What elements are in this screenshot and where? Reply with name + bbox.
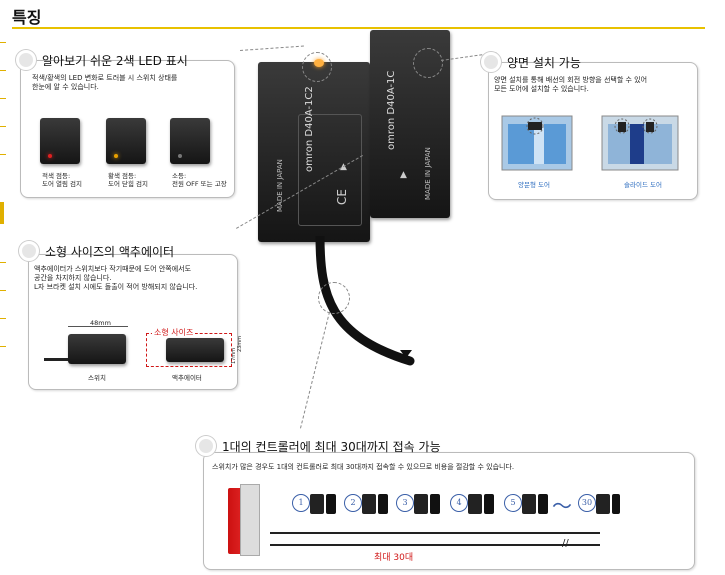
- connection-bus: [270, 544, 600, 546]
- ce-mark: CE: [334, 189, 349, 205]
- led-sample-red: [40, 118, 80, 164]
- switch-number: 1: [292, 494, 310, 512]
- height-dimension-2: 23mm: [237, 335, 244, 353]
- switch-number: 5: [504, 494, 522, 512]
- small-size-label: 소형 사이즈: [152, 328, 196, 337]
- mount-highlight-circle: [413, 48, 443, 78]
- bullet-icon: [481, 52, 501, 72]
- arrow-up-icon: ▲: [340, 162, 347, 172]
- margin-tick: [0, 262, 6, 263]
- switch-model: D40A-1C2: [304, 86, 315, 137]
- led-state-caption: 소등: 전원 OFF 또는 고장: [172, 172, 227, 188]
- switch-number: 3: [396, 494, 414, 512]
- max-connection-label: 최대 30대: [374, 553, 414, 563]
- switch-cable: [44, 358, 68, 361]
- bullet-icon: [19, 241, 39, 261]
- mini-switch: [310, 494, 324, 514]
- cable-end-icon: [400, 350, 412, 358]
- margin-tick: [0, 70, 6, 71]
- mounting-feature-desc: 양면 설치를 통해 배선의 회전 방향을 선택할 수 있어 모든 도어에 설치할…: [494, 76, 648, 93]
- actuator-made-in: MADE IN JAPAN: [424, 147, 432, 200]
- actuator-label: 액추에이터: [172, 374, 202, 382]
- led-highlight-circle: [302, 52, 332, 82]
- switch-number: 4: [450, 494, 468, 512]
- switch-body: omron D40A-1C2 MADE IN JAPAN CE ▲: [258, 62, 370, 242]
- mini-actuator: [326, 494, 336, 514]
- led-sample-off: [170, 118, 210, 164]
- margin-tick: [0, 126, 6, 127]
- connection-feature-title: 1대의 컨트롤러에 최대 30대까지 접속 가능: [222, 439, 441, 454]
- mini-actuator: [612, 494, 620, 514]
- page-title: 특징: [12, 8, 42, 27]
- callout-line: [240, 45, 304, 51]
- led-sample-yellow: [106, 118, 146, 164]
- switch-number: 2: [344, 494, 362, 512]
- margin-tick: [0, 318, 6, 319]
- switch-label: 스위치: [88, 374, 106, 382]
- connection-feature-desc: 스위치가 많은 경우도 1대의 컨트롤러로 최대 30대까지 접속할 수 있으므…: [212, 463, 515, 471]
- mounting-feature-heading: 양면 설치 가능: [481, 52, 581, 72]
- margin-tick: [0, 42, 6, 43]
- bullet-icon: [196, 436, 216, 456]
- mini-switch: [414, 494, 428, 514]
- led-feature-desc: 적색/황색의 LED 변화로 트러블 시 스위치 상태를 한눈에 알 수 있습니…: [32, 74, 178, 91]
- mini-actuator: [538, 494, 548, 514]
- actuator-model: D40A-1C: [386, 70, 397, 115]
- controller-unit: [228, 484, 260, 556]
- led-feature-heading: 알아보기 쉬운 2색 LED 표시: [16, 50, 188, 70]
- actuator-feature-title: 소형 사이즈의 액추에이터: [45, 244, 175, 259]
- small-size-highlight: [146, 333, 232, 367]
- margin-marker: [0, 202, 4, 224]
- dimension-line: [68, 326, 128, 327]
- led-feature-title: 알아보기 쉬운 2색 LED 표시: [42, 53, 188, 68]
- margin-tick: [0, 154, 6, 155]
- actuator-feature-heading: 소형 사이즈의 액추에이터: [19, 241, 174, 261]
- door-illustrations: [501, 115, 679, 171]
- switch-number: 30: [578, 494, 596, 512]
- bullet-icon: [16, 50, 36, 70]
- actuator-brand: omron: [386, 117, 397, 150]
- mini-switch: [596, 494, 610, 514]
- margin-tick: [0, 98, 6, 99]
- switch-side-view: [68, 334, 126, 364]
- mini-actuator: [484, 494, 494, 514]
- led-off-dot: [178, 154, 182, 158]
- sliding-door-label: 슬라이드 도어: [624, 181, 662, 189]
- margin-tick: [0, 346, 6, 347]
- margin-tick: [0, 290, 6, 291]
- title-underline: [12, 27, 705, 29]
- ellipsis-tilde: ～: [552, 494, 572, 518]
- mini-switch: [362, 494, 376, 514]
- hinged-door-label: 양문형 도어: [518, 181, 550, 189]
- led-state-caption: 황색 점등: 도어 닫힘 검지: [108, 172, 149, 188]
- connection-bus: [270, 532, 600, 534]
- mini-actuator: [430, 494, 440, 514]
- led-red-dot: [48, 154, 52, 158]
- mini-switch: [468, 494, 482, 514]
- width-dimension: 48mm: [90, 319, 111, 327]
- mini-switch: [522, 494, 536, 514]
- led-yellow-dot: [114, 154, 118, 158]
- connection-feature-heading: 1대의 컨트롤러에 최대 30대까지 접속 가능: [196, 436, 441, 456]
- mounting-feature-title: 양면 설치 가능: [507, 55, 581, 70]
- arrow-up-icon: ▲: [400, 170, 407, 180]
- cable-highlight-circle: [318, 282, 350, 314]
- led-state-caption: 적색 점등: 도어 열림 검지: [42, 172, 83, 188]
- actuator-feature-desc: 액추에이터가 스위치보다 작기때문에 도어 안쪽에서도 공간을 차지하지 않습니…: [34, 265, 198, 291]
- break-mark-icon: //: [562, 538, 569, 549]
- mini-actuator: [378, 494, 388, 514]
- switch-brand: omron: [304, 139, 315, 172]
- actuator-side-view: [166, 338, 224, 362]
- actuator-feature-panel: [28, 254, 238, 390]
